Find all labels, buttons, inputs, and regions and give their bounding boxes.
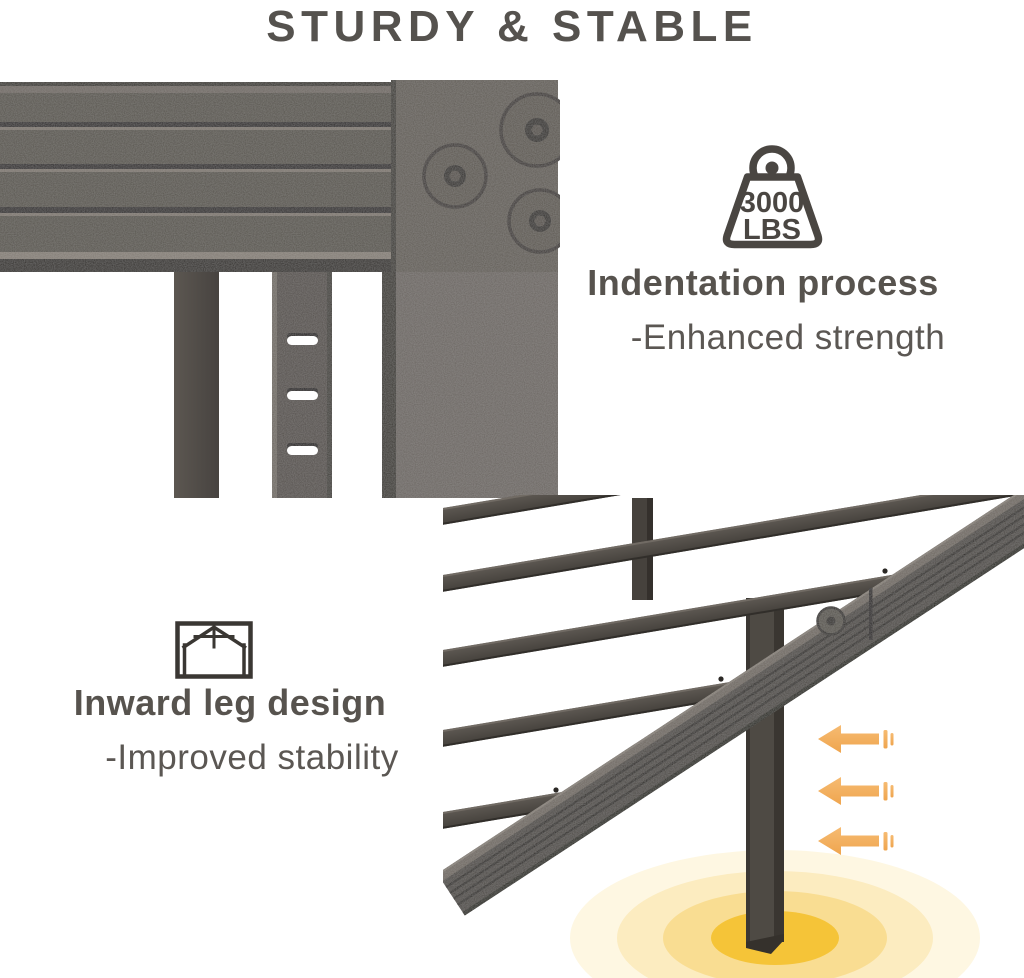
force-arrow (818, 827, 894, 855)
weight-body (722, 173, 823, 249)
page-title: STURDY & STABLE (266, 2, 758, 51)
side-rail (443, 495, 1024, 916)
slat-frame-photo (443, 495, 1024, 978)
feature-subheading: -Improved stability (105, 738, 399, 777)
feature-indentation-process: Indentation process -Enhanced strength (533, 262, 993, 358)
rail-seam (869, 588, 873, 640)
feature-subheading: -Enhanced strength (630, 318, 946, 357)
screw-dots (553, 568, 888, 793)
adjustment-slot (287, 333, 318, 345)
frame-corner-photo (0, 80, 560, 498)
solid-leg (174, 272, 219, 498)
weight-unit: LBS (743, 214, 801, 246)
feature-heading: Inward leg design (73, 682, 387, 723)
inward-leg-icon (175, 621, 253, 679)
weight-3000lbs-icon: 3000 LBS (722, 145, 823, 249)
corner-bracket (391, 80, 560, 272)
adjustment-slot (287, 443, 318, 455)
feature-inward-leg-design: Inward leg design -Improved stability (10, 682, 450, 778)
bolt-indentation (507, 188, 560, 254)
weight-value: 3000 (740, 187, 805, 219)
force-arrows (818, 725, 894, 855)
slotted-leg (272, 272, 332, 498)
feature-heading: Indentation process (587, 262, 939, 303)
bolt-indentation (422, 143, 488, 209)
force-arrow (818, 777, 894, 805)
force-arrow (818, 725, 894, 753)
corner-post (382, 272, 558, 498)
adjustment-slot (287, 388, 318, 400)
bolt-indentation (499, 92, 560, 168)
side-rail (0, 82, 396, 272)
